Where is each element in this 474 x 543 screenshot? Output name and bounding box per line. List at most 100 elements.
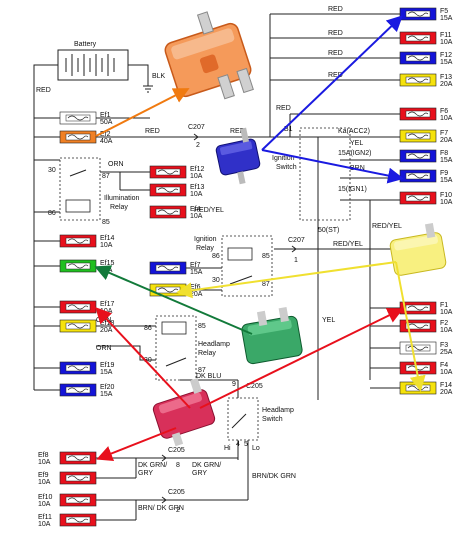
fuse-amp: 15A (440, 59, 453, 66)
fuse-name: Ef11 (38, 514, 52, 521)
fuse-name: Ef4 (190, 206, 201, 213)
fuse-element (65, 386, 91, 394)
fuse-name: Ef8 (38, 452, 49, 459)
illum-label1: Illumination (104, 195, 140, 202)
fuse-amp: 10A (38, 479, 51, 486)
fuse-amp: 15A (440, 177, 453, 184)
ign-switch-label2: Switch (276, 164, 297, 171)
fuse-element (405, 110, 431, 118)
illum-p30: 30 (48, 167, 56, 174)
hlrelay-label2: Relay (198, 350, 216, 357)
fuse-element (405, 132, 431, 140)
fuse-element (405, 152, 431, 160)
c205a-label: C205 (246, 383, 263, 390)
ignrelay-label2: Relay (196, 245, 214, 252)
fuse-name: F7 (440, 130, 448, 137)
fuse-name: F1 (440, 302, 448, 309)
fuse-name: F2 (440, 320, 448, 327)
fuse-name: F5 (440, 8, 448, 15)
fuse-amp: 20A (100, 327, 113, 334)
fuse-name: Ef20 (100, 384, 115, 391)
fuse-name: F8 (440, 150, 448, 157)
ignition-relay: 86 85 30 87 Ignition Relay (180, 235, 273, 297)
c205c-label: C205 (168, 489, 185, 496)
fuse-amp: 10A (100, 242, 113, 249)
fuse-element (405, 304, 431, 312)
fuse-element (405, 10, 431, 18)
wire-label-yel-2: YEL (322, 317, 335, 324)
wire-gry-2: GRY (192, 470, 207, 477)
fuse-amp: 20A (440, 81, 453, 88)
fuse-name: Ef13 (190, 184, 205, 191)
arrow-yellow-f14 (395, 261, 426, 392)
fuse-amp: 10A (38, 521, 51, 528)
c207-pin: 2 (196, 142, 200, 149)
battery: Battery RED BLK (33, 41, 166, 108)
fuse-name: Ef1 (100, 112, 111, 119)
hlsw-label2: Switch (262, 416, 283, 423)
fuse-amp: 10A (440, 369, 453, 376)
fuse-amp: 15A (190, 269, 203, 276)
fuse-element (155, 286, 181, 294)
fuse-amp: 40A (100, 138, 113, 145)
fuse-element (65, 303, 91, 311)
fuse-amp: 20A (190, 291, 203, 298)
fuse-amp: 50A (100, 119, 113, 126)
fuse-name: Ef10 (38, 494, 53, 501)
fuse-name: F14 (440, 382, 452, 389)
arrow-red-ef8 (96, 427, 177, 462)
fuse-amp: 10A (440, 39, 453, 46)
fuse-photo-blue (215, 127, 261, 185)
fuse-photo-yellow (389, 222, 447, 276)
ignrelay-p86: 86 (212, 253, 220, 260)
c207b-pin: 1 (294, 257, 298, 264)
illum-p87: 87 (102, 173, 110, 180)
arrow-yellow-ef6 (176, 261, 397, 299)
wire-dkgrn-2: DK GRN/ (192, 462, 221, 469)
ign-switch-label1: Ignition (272, 155, 295, 162)
fuse-name: F4 (440, 362, 448, 369)
fuse-photo-orange (164, 11, 254, 100)
hlrelay-wire2: ORN (96, 345, 112, 352)
battery-wire-red: RED (36, 87, 51, 94)
fuse-element (155, 208, 181, 216)
fuse-amp: 10A (190, 213, 203, 220)
ignrelay-p85: 85 (262, 253, 270, 260)
wire-label-red-yel: RED/YEL (194, 207, 224, 214)
hlsw-lo: Lo (252, 445, 260, 452)
hlsw-label1: Headlamp (262, 407, 294, 414)
fuse-name: Ef15 (100, 260, 115, 267)
fuse-element (65, 364, 91, 372)
wire-label-red-6: RED (145, 128, 160, 135)
connector-c207-top: C207 2 (188, 124, 205, 149)
illum-wire: ORN (108, 161, 124, 168)
ignition-switch: B1 Ka(ACC2) 15A(IGN2) 15(IGN1) 50(ST) Ig… (272, 126, 371, 234)
fuse-name: F13 (440, 74, 452, 81)
headlamp-switch: DK BLU C205 9 Hi Lo 4 5 Headlamp Switch (180, 373, 294, 500)
fuse-element (155, 168, 181, 176)
fuse-name: Ef19 (100, 362, 115, 369)
ign-ign1: 15(IGN1) (338, 186, 367, 193)
fuse-amp: 15A (440, 15, 453, 22)
wire-label-red-2: RED (328, 30, 343, 37)
fuse-column-right-top: F515AF1110AF1215AF1320AF610AF720AF815AF9… (399, 7, 453, 206)
callout-arrows (94, 15, 426, 462)
bottom-wiring: C205 8 C205 2 DK GRN/ GRY DK GRN/ GRY BR… (96, 447, 296, 521)
fuse-photo-green (241, 306, 303, 365)
fuse-name: Ef2 (100, 131, 111, 138)
illum-p86: 86 (48, 210, 56, 217)
